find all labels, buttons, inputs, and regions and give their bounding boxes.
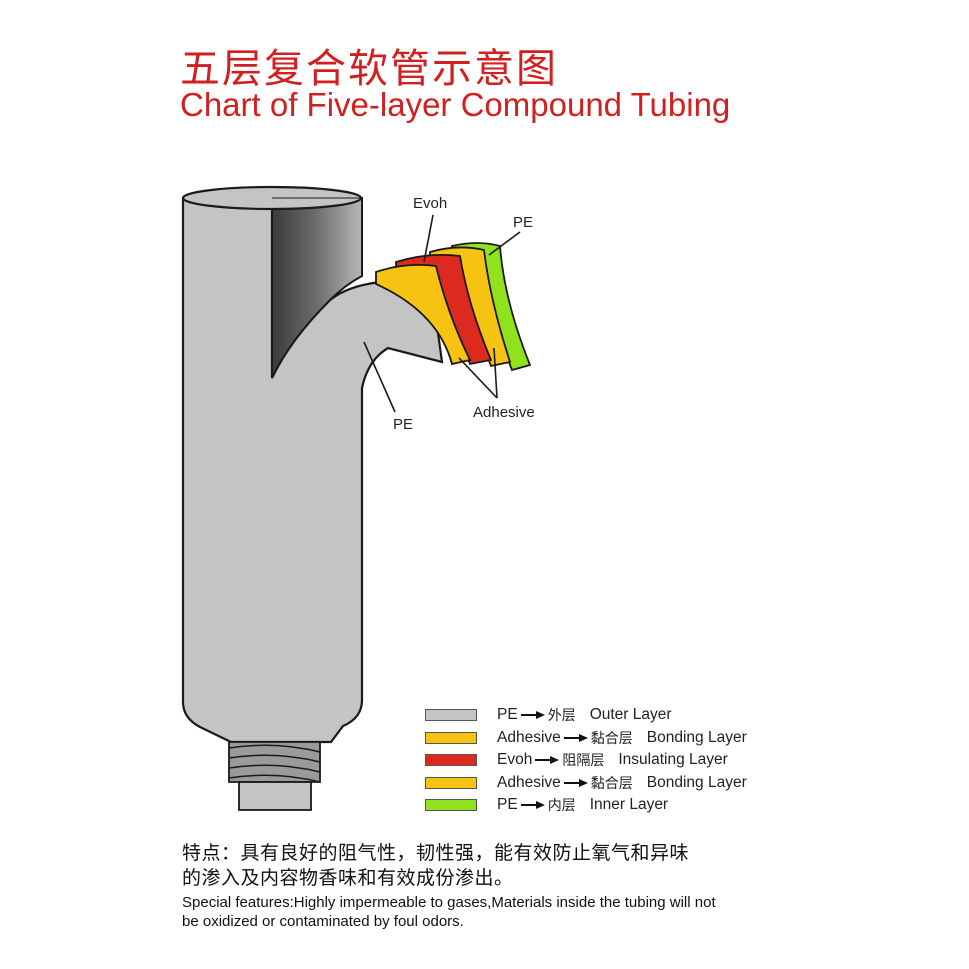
legend-chinese: 外层 [547, 708, 576, 725]
legend-row-outer: PE 外层 Outer Layer [425, 704, 825, 727]
arrow-right-icon [520, 711, 545, 720]
tube-neck-thread [228, 741, 321, 783]
legend-role: Insulating Layer [618, 751, 728, 769]
legend-chinese: 阻隔层 [562, 753, 605, 770]
page-title-chinese: 五层复合软管示意图 [180, 46, 558, 92]
legend-material: PE [497, 706, 518, 724]
legend-material: Evoh [497, 751, 533, 769]
legend-row-bonding-2: Adhesive 黏合层 Bonding Layer [425, 772, 825, 795]
tube-inner-wall [271, 197, 363, 379]
legend-chinese: 内层 [547, 798, 576, 815]
callout-pe-outer: PE [393, 416, 413, 433]
page-title-english: Chart of Five-layer Compound Tubing [180, 86, 731, 123]
legend-swatch [425, 776, 477, 789]
features-chinese: 特点：具有良好的阻气性，韧性强，能有效防止氧气和异味 的渗入及内容物香味和有效成… [182, 841, 822, 891]
features-english-line1: Special features:Highly impermeable to g… [182, 894, 716, 911]
callout-adhesive: Adhesive [473, 404, 535, 421]
legend: PE 外层 Outer Layer Adhesive 黏合层 Bonding L… [425, 704, 825, 817]
layer-adhesive-outer [375, 263, 472, 366]
legend-material: PE [497, 796, 518, 814]
legend-row-bonding-1: Adhesive 黏合层 Bonding Layer [425, 727, 825, 750]
callout-pe-inner: PE [513, 214, 533, 231]
legend-swatch [425, 754, 477, 767]
arrow-right-icon [535, 756, 560, 765]
legend-swatch [425, 799, 477, 812]
arrow-right-icon [520, 801, 545, 810]
legend-role: Inner Layer [589, 796, 669, 814]
features-english-line2: be oxidized or contaminated by foul odor… [182, 913, 464, 930]
legend-material: Adhesive [497, 728, 561, 746]
features-chinese-line1: 特点：具有良好的阻气性，韧性强，能有效防止氧气和异味 [182, 842, 690, 864]
legend-swatch [425, 731, 477, 744]
arrow-right-icon [563, 733, 588, 742]
legend-role: Outer Layer [589, 706, 672, 724]
legend-row-inner: PE 内层 Inner Layer [425, 794, 825, 817]
legend-material: Adhesive [497, 773, 561, 791]
features-english: Special features:Highly impermeable to g… [182, 893, 802, 931]
features-chinese-line2: 的渗入及内容物香味和有效成份渗出。 [182, 867, 514, 889]
tube-cap-base [238, 781, 312, 811]
arrow-right-icon [563, 778, 588, 787]
legend-role: Bonding Layer [646, 728, 747, 746]
legend-role: Bonding Layer [646, 773, 747, 791]
callout-evoh: Evoh [413, 195, 447, 212]
legend-swatch [425, 709, 477, 722]
legend-chinese: 黏合层 [590, 730, 633, 747]
legend-row-insulating: Evoh 阻隔层 Insulating Layer [425, 749, 825, 772]
legend-chinese: 黏合层 [590, 775, 633, 792]
